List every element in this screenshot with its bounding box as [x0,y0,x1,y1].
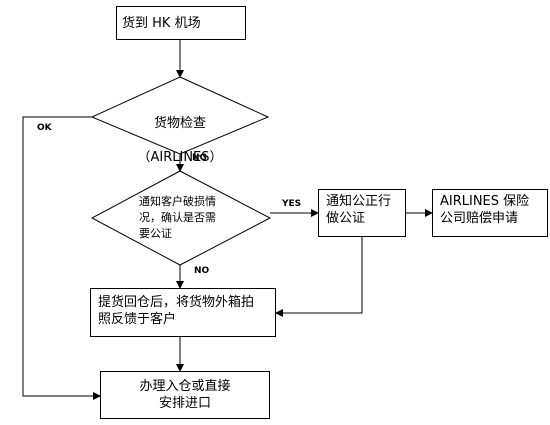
node-warehouse-line1: 办理入仓或直接 [139,379,231,394]
node-notify-customer-line3: 要公证 [139,227,172,240]
node-notify-notary: 通知公正行 做公证 [318,189,406,237]
node-pickup-photo-line1: 提货回仓后，将货物外箱拍 [98,295,255,310]
node-notify-notary-line1: 通知公正行 [326,194,392,209]
node-warehouse-line2: 安排进口 [158,396,211,411]
node-airline-claim: AIRLINES 保险 公司赔偿申请 [432,189,548,237]
node-notify-customer-line2: 况，确认是否需 [139,211,216,224]
node-inspection-line2: （AIRLINES） [137,150,223,165]
node-airline-claim-line1: AIRLINES 保险 [440,194,530,209]
node-arrival-label: 货到 HK 机场 [122,15,201,31]
edge-notary-to-pickup [275,237,363,317]
edge-inspection-ok [22,116,101,400]
node-pickup-photo: 提货回仓后，将货物外箱拍 照反馈于客户 [90,288,276,337]
node-inspection-text: 货物检查 （AIRLINES） [120,98,240,183]
node-notify-customer-text: 通知客户破损情 况，确认是否需 要公证 [139,194,229,242]
node-inspection-line1: 货物检查 [153,116,206,131]
node-arrival: 货到 HK 机场 [116,6,246,40]
edge-label-no: NO [194,266,210,276]
edge-label-ng: NG [192,153,207,163]
node-notify-notary-line2: 做公证 [326,211,366,226]
edge-label-yes: YES [282,199,302,209]
node-warehouse: 办理入仓或直接 安排进口 [100,371,270,419]
node-pickup-photo-line2: 照反馈于客户 [98,312,177,327]
node-notify-customer-line1: 通知客户破损情 [139,195,216,208]
node-airline-claim-line2: 公司赔偿申请 [440,211,519,226]
edge-label-ok: OK [37,123,52,133]
